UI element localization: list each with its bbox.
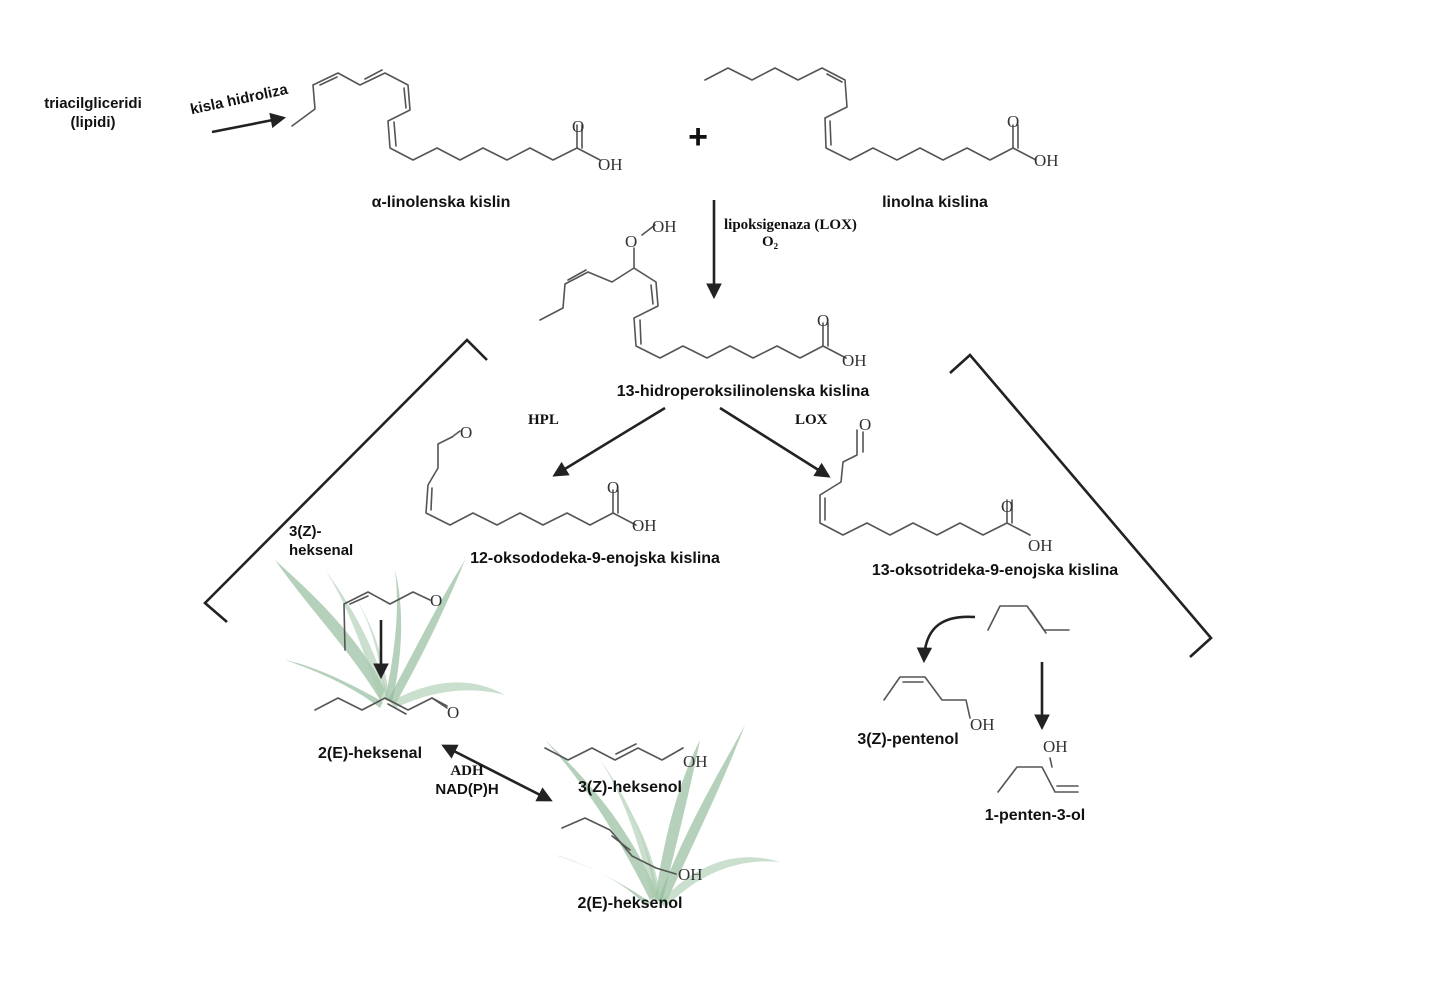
z-hexenal-structure: O [343,591,442,651]
aldehyde-o-1: O [460,423,472,442]
hydroxyl-2: OH [1034,151,1059,170]
left-bracket [203,338,488,623]
grass-illustration-left [275,560,505,708]
acid-hydrolysis-label: kisla hidroliza [189,81,290,118]
z-hexenal-label-1: 3(Z)- [289,523,322,540]
aldehyde-o-2: O [859,415,871,434]
carbonyl-o-1: O [572,117,584,136]
pentenol-label: 1-penten-3-ol [985,807,1085,824]
alpha-linolenic-structure: O OH [291,69,623,174]
adh-arrow [441,744,553,802]
alpha-linolenic-label: α-linolenska kislin [372,194,511,211]
z-hexenol-label: 3(Z)-heksenol [578,779,682,796]
hydroxyl-1: OH [598,155,623,174]
oxotrideca-structure: O O OH [819,415,1053,555]
carbonyl-o-5: O [1001,497,1013,516]
e-hexenol-structure: OH [561,817,703,884]
oxygen-label: O₂ [762,234,779,250]
z-hexenal-label-2: heksenal [289,542,353,559]
oxododeca-structure: O O OH [425,423,657,535]
hpl-arrow [552,406,666,477]
aldehyde-o-3: O [430,591,442,610]
carbonyl-o-3: O [817,311,829,330]
hydroxyl-6: OH [683,752,708,771]
lox-branch-label: LOX [795,412,828,428]
hydroxyl-4: OH [632,516,657,535]
z-pentenol-arrow [916,615,976,664]
hydrolysis-arrow [211,112,287,134]
peroxide-oh: OH [652,217,677,236]
hydroxyl-8: OH [970,715,995,734]
grass-illustration-right [545,725,780,908]
e-hexenol-label: 2(E)-heksenol [578,895,683,912]
e-hexenal-label: 2(E)-heksenal [318,745,422,762]
linoleic-structure: O OH [704,67,1059,170]
adh-label: ADH [450,763,484,779]
pentenol-structure: OH [997,737,1079,793]
z-hexenol-structure: OH [544,743,708,771]
hydroxyl-3: OH [842,351,867,370]
hydroxyl-7: OH [678,865,703,884]
aldehyde-o-4: O [447,703,459,722]
nadph-label: NAD(P)H [435,781,498,798]
plus-sign: + [688,118,708,156]
hpl-label: HPL [528,412,559,428]
z-pentenol-structure: OH [883,676,995,734]
z-pentenol-label: 3(Z)-pentenol [857,731,958,748]
oxotrideca-label: 13-oksotrideka-9-enojska kislina [872,562,1118,579]
hydroperoxy-label: 13-hidroperoksilinolenska kislina [617,383,870,400]
triacylglycerides-label: triacilgliceridi [44,95,142,112]
oxododeca-label: 12-oksododeka-9-enojska kislina [470,550,720,567]
carbonyl-o-2: O [1007,112,1019,131]
lipids-label: (lipidi) [71,114,116,131]
peroxide-o: O [625,232,637,251]
hydroperoxy-structure: O OH O OH [539,217,867,370]
carbonyl-o-4: O [607,478,619,497]
lox-enzyme-label: lipoksigenaza (LOX) [724,217,857,233]
hydroxyl-9: OH [1043,737,1068,756]
linoleic-label: linolna kislina [882,194,988,211]
lox-branch-arrow [719,406,831,478]
pentene-structure [987,605,1070,634]
right-bracket [949,353,1213,658]
hydroxyl-5: OH [1028,536,1053,555]
e-hexenal-structure: O [314,697,459,722]
